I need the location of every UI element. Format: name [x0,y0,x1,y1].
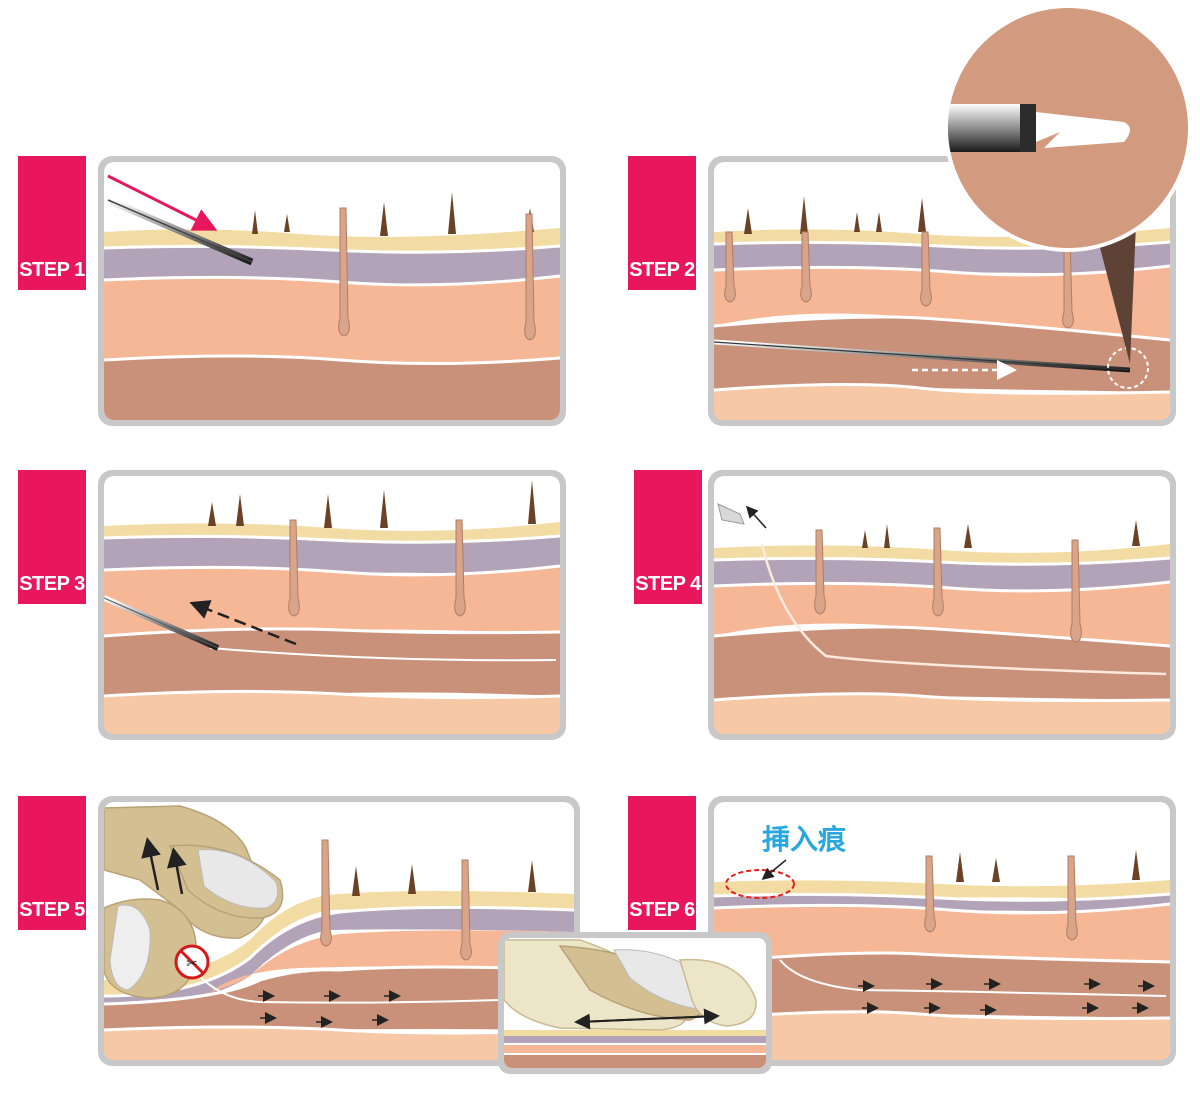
step-tab-4: STEP 4 [634,470,702,604]
step-tab-2: STEP 2 [628,156,696,290]
panel-step-1 [98,156,566,426]
step-tab-1: STEP 1 [18,156,86,290]
svg-text:✂: ✂ [186,956,198,972]
step-tab-5: STEP 5 [18,796,86,930]
step-label-1: STEP 1 [19,259,85,281]
step-label-6: STEP 6 [629,899,695,921]
panel-step-2 [708,4,1192,426]
step-tab-6: STEP 6 [628,796,696,930]
step-label-5: STEP 5 [19,899,85,921]
step-tab-3: STEP 3 [18,470,86,604]
step-label-4: STEP 4 [635,573,701,595]
insertion-mark-label: 挿入痕 [762,823,847,856]
panel-step-6 [708,796,1176,1066]
panel-inset-massage [498,932,772,1074]
panel-step-3 [98,470,566,740]
step-label-3: STEP 3 [19,573,85,595]
step-label-2: STEP 2 [629,259,695,281]
panel-step-4 [708,470,1176,740]
panel-step-5: ✂ [98,796,580,1066]
